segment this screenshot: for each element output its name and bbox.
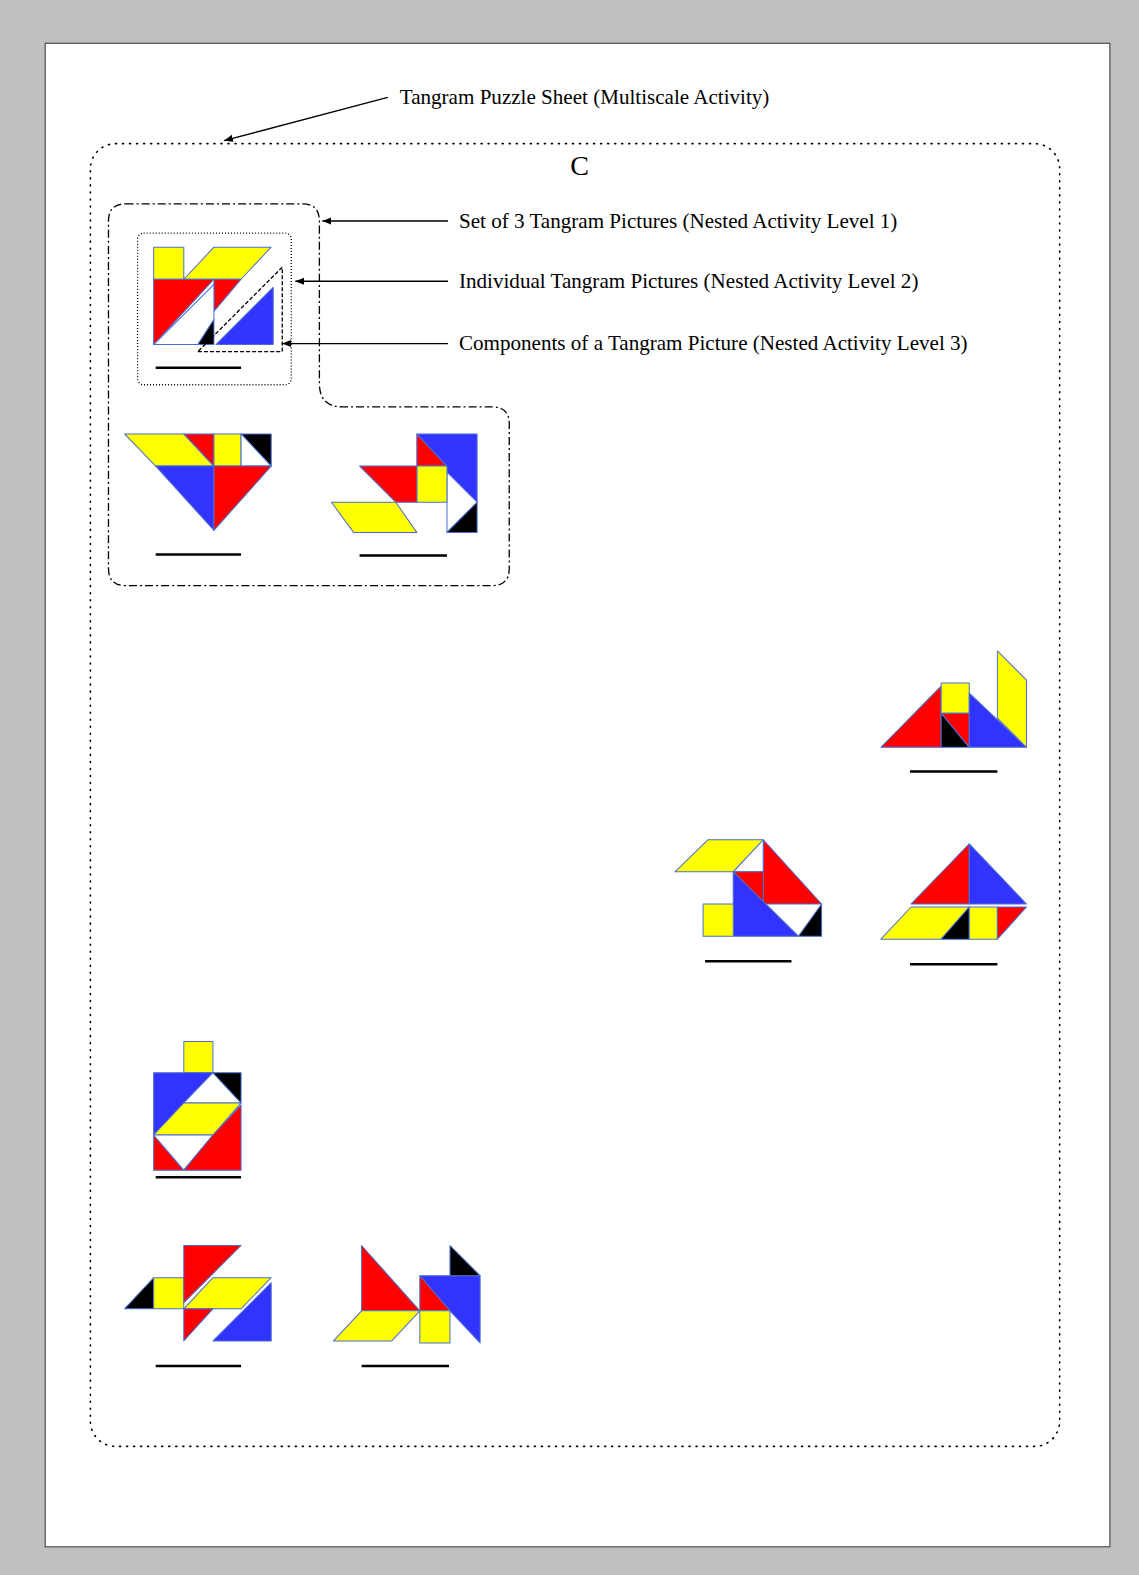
- tangram-piece: [997, 907, 1026, 939]
- callout-text: Tangram Puzzle Sheet (Multiscale Activit…: [400, 85, 770, 109]
- sheet-letter: C: [570, 150, 589, 182]
- tangram-piece: [417, 434, 477, 502]
- leader-arrow: [224, 97, 388, 140]
- tangram-piece: [733, 872, 798, 936]
- callout-text: Individual Tangram Pictures (Nested Acti…: [459, 269, 918, 293]
- tangram-piece: [969, 907, 997, 939]
- tangram-piece: [881, 907, 969, 939]
- tangram-piece: [763, 840, 821, 904]
- tangram-piece: [420, 1276, 480, 1343]
- callout-text: Set of 3 Tangram Pictures (Nested Activi…: [459, 209, 897, 233]
- tangram-piece: [997, 651, 1026, 747]
- answer-underline: [156, 1365, 241, 1368]
- tangram-piece: [362, 1246, 420, 1311]
- tangram-piece: [213, 1283, 271, 1341]
- tangram-piece: [675, 840, 763, 872]
- tangram-piece: [184, 1105, 241, 1170]
- tangram-piece: [420, 1276, 450, 1311]
- leader-arrow: [295, 281, 448, 282]
- tangram-piece: [450, 1246, 480, 1276]
- answer-underline: [910, 963, 997, 966]
- tangram-piece: [733, 840, 763, 872]
- tangram-piece: [941, 713, 969, 747]
- tangram-piece: [214, 466, 271, 530]
- puzzle-sheet-outline: [90, 144, 1059, 1447]
- tangram-piece: [447, 502, 477, 532]
- tangram-piece: [360, 466, 417, 502]
- answer-underline: [156, 1176, 241, 1179]
- tangram-piece: [241, 434, 271, 466]
- tangram-piece: [154, 1278, 184, 1309]
- tangram-piece: [213, 1073, 241, 1103]
- tangram-piece: [184, 434, 214, 466]
- tangram-piece: [198, 319, 214, 344]
- tangram-piece: [214, 279, 241, 311]
- tangram-piece: [214, 434, 241, 466]
- level2-picture-outline: [138, 233, 292, 385]
- answer-underline: [910, 770, 997, 773]
- tangram-piece: [184, 247, 271, 279]
- tangram-piece: [331, 502, 416, 532]
- tangram-piece: [156, 466, 214, 530]
- answer-underline: [705, 960, 791, 963]
- tangram-piece: [125, 434, 214, 466]
- tangram-piece: [799, 904, 822, 936]
- page-sheet: [45, 43, 1110, 1547]
- level3-component-outline: [198, 267, 282, 351]
- tangram-piece: [216, 287, 273, 344]
- tangram-piece: [125, 1278, 154, 1309]
- level1-set-outline: [108, 204, 509, 586]
- tangram-piece: [417, 466, 447, 502]
- answer-underline: [156, 366, 241, 369]
- answer-underline: [362, 1365, 449, 1368]
- tangram-piece: [703, 904, 733, 936]
- tangram-piece: [941, 713, 969, 747]
- leader-arrow: [282, 343, 448, 344]
- tangram-piece: [154, 247, 184, 279]
- tangram-piece: [881, 686, 941, 747]
- tangram-piece: [184, 1309, 213, 1341]
- tangram-piece: [941, 683, 969, 713]
- answer-underline: [156, 553, 241, 556]
- tangram-piece: [241, 434, 271, 466]
- tangram-piece: [969, 844, 1026, 904]
- tangram-piece: [184, 1042, 213, 1073]
- tangram-piece: [420, 1311, 450, 1343]
- tangram-piece: [184, 1073, 241, 1103]
- tangram-piece: [154, 284, 214, 344]
- tangram-piece: [333, 1311, 419, 1341]
- tangram-piece: [154, 279, 214, 344]
- tangram-piece: [911, 844, 969, 904]
- callout-text: Components of a Tangram Picture (Nested …: [459, 331, 968, 355]
- leader-arrow: [322, 220, 448, 221]
- tangram-piece: [941, 907, 969, 939]
- answer-underline: [360, 554, 447, 557]
- tangram-piece: [447, 472, 477, 532]
